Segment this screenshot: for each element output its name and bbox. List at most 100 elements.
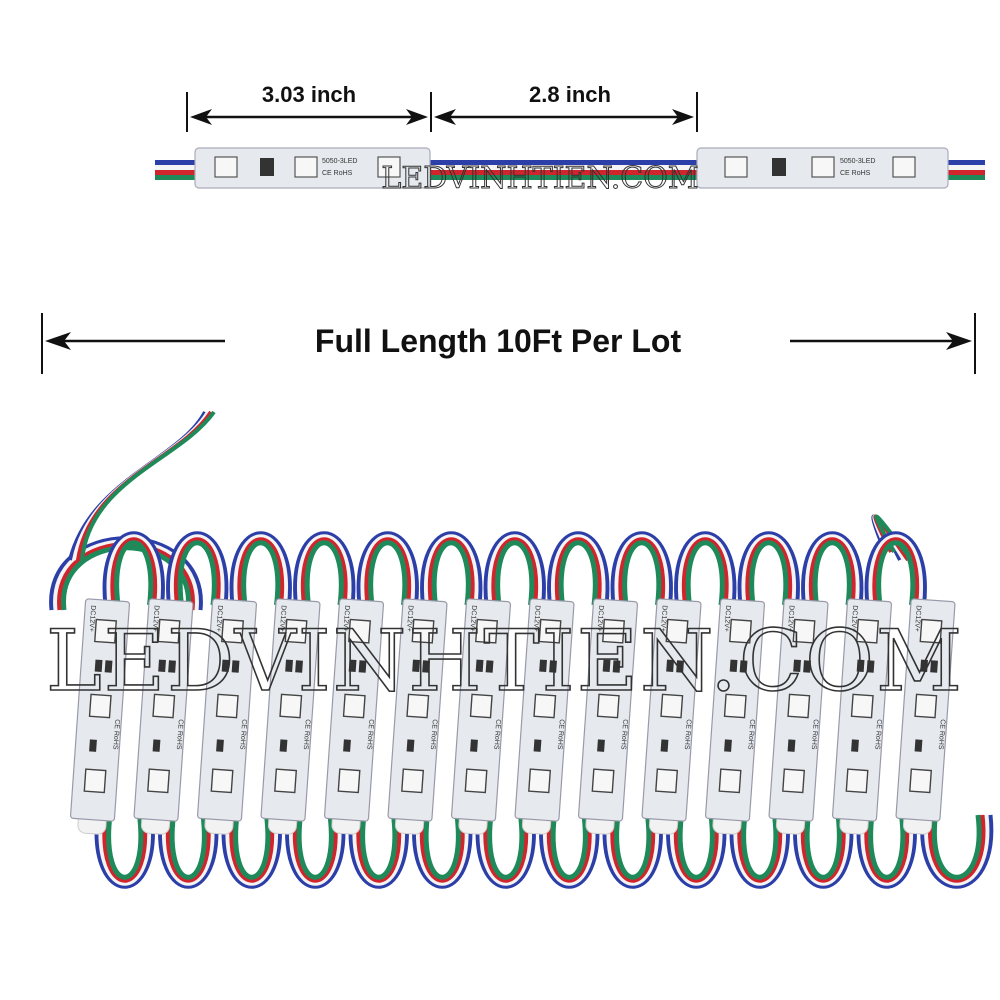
voltage-label: DC12V+ xyxy=(87,605,96,632)
led-chip xyxy=(94,618,118,644)
resistor xyxy=(914,739,923,752)
led-chip xyxy=(294,156,318,178)
watermark-top: LEDVINHTIEN.COM xyxy=(381,161,698,196)
voltage-label: DC12V+ xyxy=(532,605,541,632)
cert-label: CE RoHS xyxy=(429,719,438,750)
module-length-label: 3.03 inch xyxy=(262,82,356,107)
wire-loop xyxy=(868,534,924,606)
resistor xyxy=(787,739,796,752)
wire-loop xyxy=(169,814,207,880)
led-chip xyxy=(528,768,552,794)
wire-loop xyxy=(483,531,546,606)
wire-loop xyxy=(423,534,479,606)
wire-loop xyxy=(733,814,787,886)
resistor xyxy=(597,739,605,752)
voltage-label: DC12V+ xyxy=(405,605,414,632)
resistor xyxy=(739,660,748,673)
wire-loop xyxy=(796,814,850,886)
wire-loop xyxy=(348,814,409,889)
lead-wire-start xyxy=(80,410,216,561)
wire-loop xyxy=(364,537,412,606)
led-chip xyxy=(845,768,869,794)
resistor xyxy=(412,659,420,673)
wire-loop xyxy=(98,814,152,886)
resistor xyxy=(485,660,494,673)
wire-loop xyxy=(800,814,846,883)
resistor xyxy=(475,659,484,673)
wire-loop xyxy=(801,531,864,606)
wire-loop xyxy=(793,814,854,889)
wire-loop xyxy=(487,814,525,880)
led-chip xyxy=(660,693,684,719)
wire-loop xyxy=(677,814,715,880)
wire xyxy=(425,170,700,175)
wire-loop xyxy=(300,537,348,606)
dimension-markers: 3.03 inch 2.8 inch xyxy=(186,82,698,132)
led-chip xyxy=(919,618,943,644)
resistor xyxy=(470,739,478,752)
full-length-label: Full Length 10Ft Per Lot xyxy=(315,323,682,359)
led-chip xyxy=(724,156,748,178)
wire-loop xyxy=(360,814,398,880)
led-chip xyxy=(729,618,753,644)
wire-loop xyxy=(602,814,663,889)
resistor xyxy=(358,660,367,673)
led-chip xyxy=(914,693,938,719)
wire-loop xyxy=(233,814,271,880)
led-chip xyxy=(591,768,615,794)
wire-loop xyxy=(173,537,221,606)
wire xyxy=(155,175,200,180)
led-chip xyxy=(377,156,401,178)
resistor xyxy=(666,659,674,673)
cert-label: CE RoHS xyxy=(365,719,374,750)
wire-loop xyxy=(360,534,416,606)
resistor xyxy=(772,158,786,176)
wire-loop xyxy=(487,534,543,606)
resistor xyxy=(660,739,669,752)
led-chip xyxy=(655,768,679,794)
resistor xyxy=(260,158,274,176)
resistor xyxy=(803,660,811,673)
wire-loop xyxy=(539,814,600,889)
wire-loop xyxy=(102,814,148,883)
resistor xyxy=(793,659,801,673)
led-module: CE RoHS DC12V+ xyxy=(387,598,448,835)
wire-loop xyxy=(419,814,465,883)
wire-loop xyxy=(614,814,652,880)
wire-loop xyxy=(804,814,842,880)
wire-loop xyxy=(737,814,783,883)
resistor xyxy=(285,659,293,673)
wire-loop xyxy=(161,814,215,886)
cert-label: CE RoHS xyxy=(683,719,692,750)
wire-loop xyxy=(685,540,725,606)
wire-loop xyxy=(285,814,346,889)
voltage-label: DC12V+ xyxy=(278,605,287,632)
wire-loop xyxy=(166,531,229,606)
wire-loop xyxy=(431,540,471,606)
wire-loop xyxy=(237,537,285,606)
led-chip xyxy=(538,618,562,644)
wire-loop xyxy=(233,534,289,606)
led-chip xyxy=(210,768,234,794)
resistor xyxy=(612,660,621,673)
wire-loop xyxy=(618,537,666,606)
led-chip xyxy=(221,618,245,644)
wire-loop xyxy=(368,540,408,606)
wire-loop xyxy=(427,537,475,606)
led-chip xyxy=(88,693,112,719)
voltage-label: DC12V+ xyxy=(659,605,668,632)
led-chip xyxy=(401,768,425,794)
voltage-label: DC12V+ xyxy=(214,605,223,632)
wire-loop xyxy=(106,534,162,606)
resistor xyxy=(856,659,865,673)
wire-loop xyxy=(856,814,917,889)
wire-loop xyxy=(356,814,402,883)
